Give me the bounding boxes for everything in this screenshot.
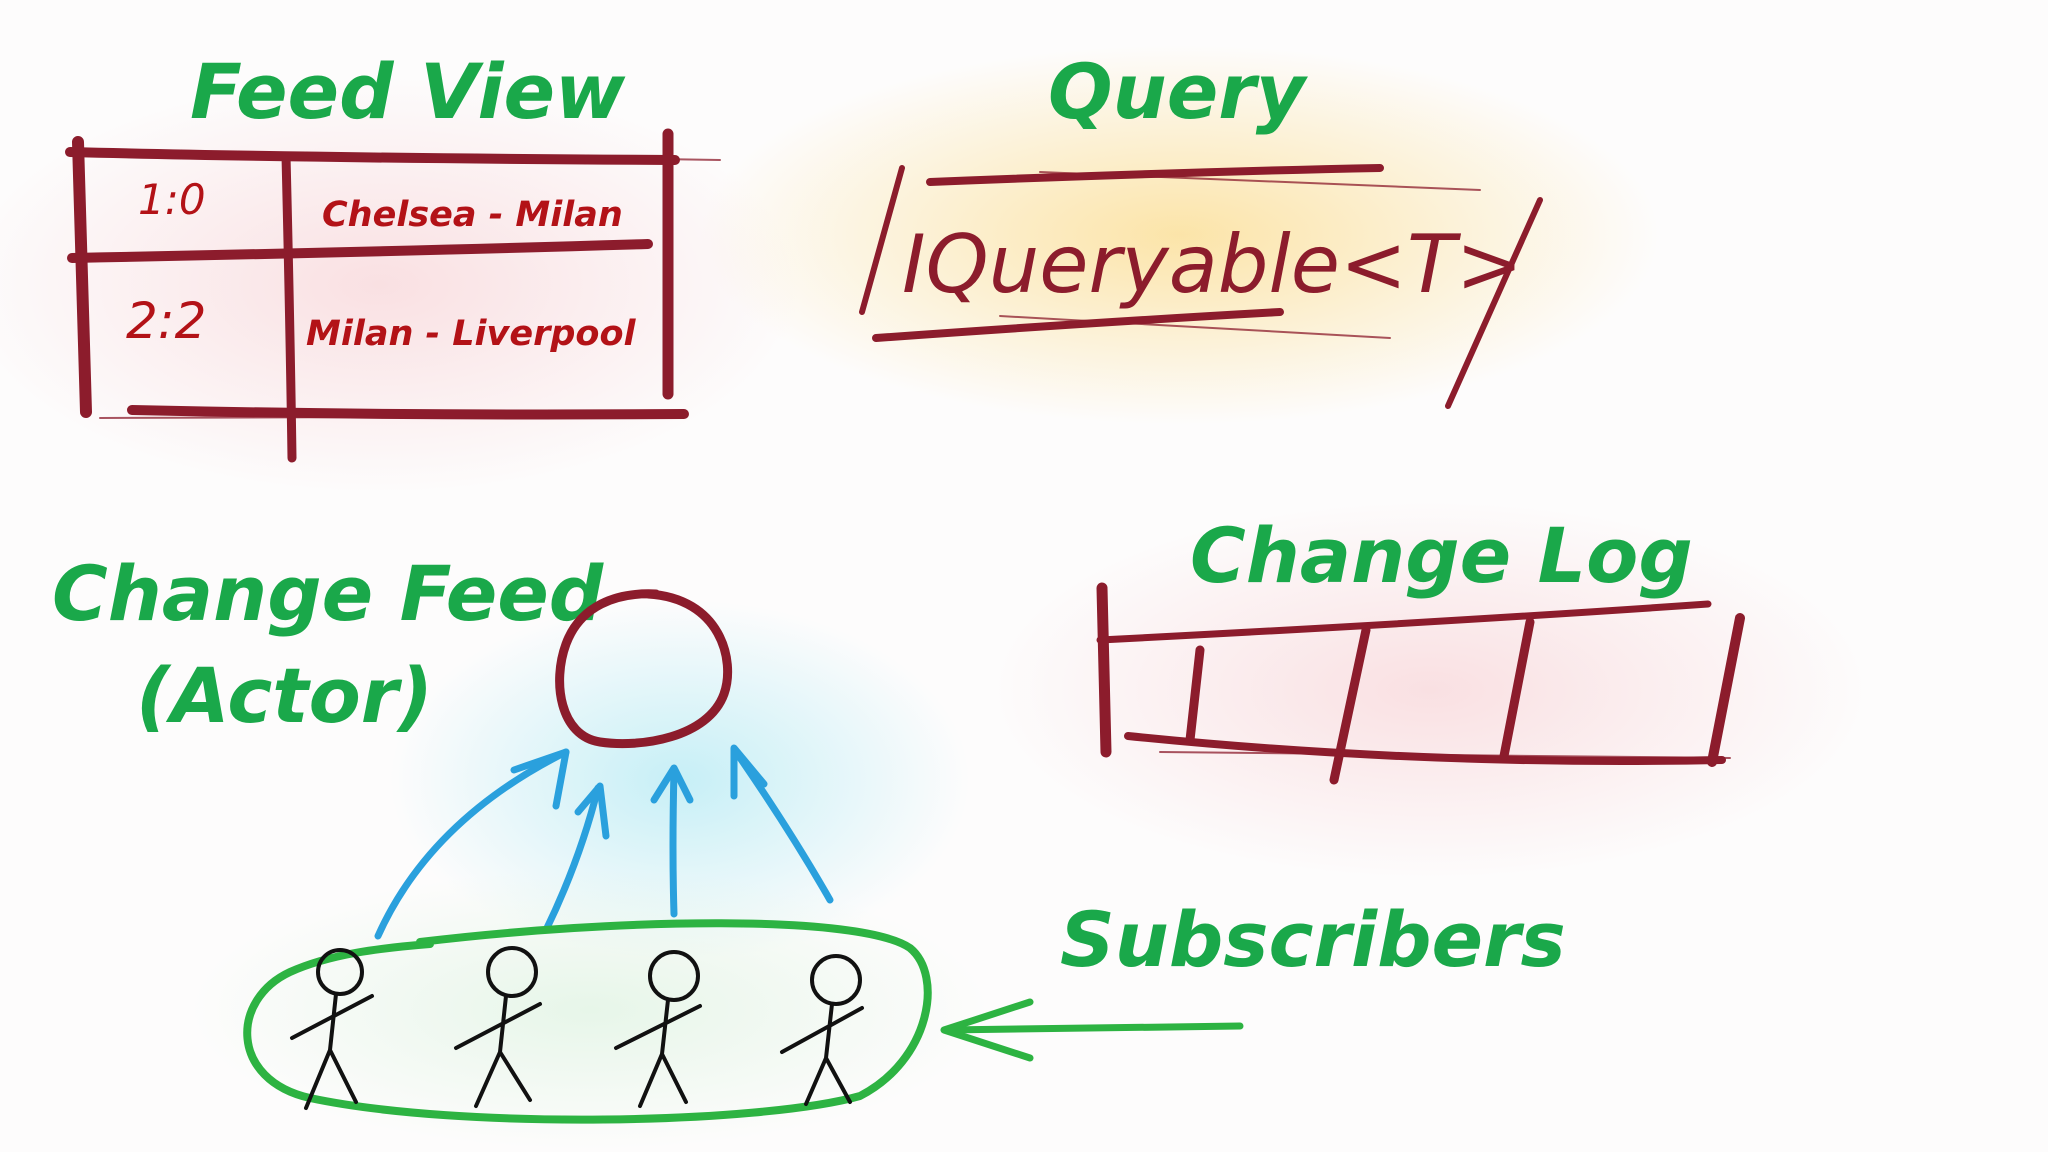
change-log-top-line (1096, 600, 1712, 644)
change-log-bottom-thin-line (1159, 751, 1731, 759)
change-log-tape (1096, 582, 1745, 785)
table-top-border (65, 147, 680, 165)
subscriber-2 (454, 946, 542, 1108)
subscribers-label: Subscribers (1060, 895, 1566, 984)
table-row-divider (67, 239, 653, 263)
table-top-thin-line (99, 149, 721, 161)
query-left-slash (859, 165, 905, 315)
change-log-bottom-line (1124, 732, 1726, 765)
change-log-right-edge (1707, 613, 1745, 767)
query-title: Query (1048, 47, 1309, 136)
change-log-divider-3 (1499, 617, 1535, 761)
query-top-line (926, 164, 1384, 186)
subscription-arrow-4 (730, 744, 834, 904)
query-right-slash (1445, 197, 1543, 409)
subscriber-1 (290, 948, 374, 1110)
table-row-2-match: Milan - Liverpool (306, 314, 637, 354)
subscription-arrow-3 (650, 764, 694, 918)
feed-view-glow (0, 75, 800, 495)
query-box: IQueryable<T> (859, 164, 1543, 409)
change-feed-title-line1: Change Feed (52, 549, 605, 638)
subscriber-4 (780, 954, 864, 1106)
change-log-divider-2 (1329, 625, 1371, 785)
query-bottom-line (872, 308, 1284, 342)
table-column-divider (281, 151, 297, 463)
subscription-arrow-1 (374, 748, 570, 940)
subscription-arrow-2 (542, 782, 610, 934)
subscribers-glow (190, 870, 990, 1150)
change-feed-title-line2: (Actor) (136, 651, 433, 740)
table-row-1-match: Chelsea - Milan (322, 195, 623, 235)
table-bottom-thin-line (99, 415, 681, 419)
table-left-border (72, 136, 92, 418)
table-row-2-score: 2:2 (126, 292, 206, 350)
table-bottom-border (127, 405, 689, 420)
change-log-left-edge (1096, 582, 1112, 758)
query-code: IQueryable<T> (902, 218, 1523, 311)
feed-view-title: Feed View (190, 47, 626, 136)
subscribers-pointer-arrow (940, 998, 1244, 1062)
query-bottom-thin-line (999, 315, 1391, 339)
change-log-glow (990, 500, 1870, 880)
feed-view-table: 1:0 Chelsea - Milan 2:2 Milan - Liverpoo… (65, 128, 721, 463)
query-top-thin-line (1039, 171, 1481, 191)
change-log-title: Change Log (1190, 511, 1693, 600)
table-row-1-score: 1:0 (138, 175, 206, 224)
subscription-arrows (374, 744, 834, 940)
change-log-divider-1 (1185, 645, 1205, 745)
subscriber-3 (614, 950, 702, 1108)
actor-circle (555, 589, 733, 749)
subscribers-enclosure (243, 919, 932, 1124)
